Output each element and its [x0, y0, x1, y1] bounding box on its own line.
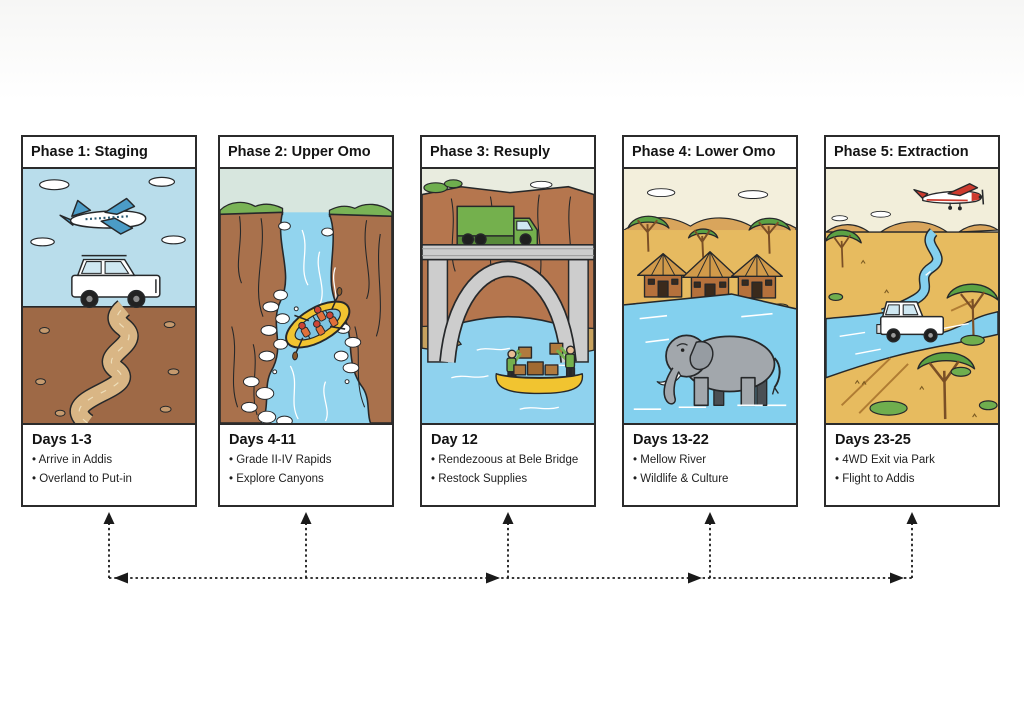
village-huts	[636, 251, 784, 302]
cloud-icons	[646, 188, 769, 200]
phase-4-bullet-2: Wildlife & Culture	[633, 470, 789, 489]
canyon-walls	[220, 211, 392, 423]
phase-5-footer: Days 23-25 4WD Exit via Park Flight to A…	[826, 423, 998, 505]
phase-5-illustration	[826, 169, 998, 423]
phase-3-illustration	[422, 169, 594, 423]
water-ripples	[839, 270, 969, 355]
cloud-icons	[30, 176, 186, 247]
acacia-canopies	[826, 229, 998, 370]
arrow-direction-icons	[114, 572, 904, 584]
phase-card-3: Phase 3: Resuply	[420, 135, 596, 507]
phase-1-title: Phase 1: Staging	[23, 137, 195, 169]
phase-1-footer: Days 1-3 Arrive in Addis Overland to Put…	[23, 423, 195, 505]
phase-2-illustration	[220, 169, 392, 423]
phase-4-title: Phase 4: Lower Omo	[624, 137, 796, 169]
phase-5-title: Phase 5: Extraction	[826, 137, 998, 169]
phase-card-2: Phase 2: Upper Omo	[218, 135, 394, 507]
elephant-icon	[656, 334, 781, 407]
supply-truck-icon	[456, 205, 539, 246]
stones	[35, 321, 180, 417]
cliff-top-bushes	[423, 179, 463, 194]
phase-4-illustration	[624, 169, 796, 423]
paddlers	[292, 287, 346, 361]
phase-4-days: Days 13-22	[633, 432, 709, 448]
phase-card-5: Phase 5: Extraction	[824, 135, 1000, 507]
phase-1-bullet-1: Arrive in Addis	[32, 451, 188, 470]
phase-1-days: Days 1-3	[32, 432, 92, 448]
whitewater-foam	[241, 221, 362, 423]
acacia-trunks	[833, 234, 986, 420]
arrow-up-icons	[103, 512, 918, 524]
phase-1-bullet-2: Overland to Put-in	[32, 470, 188, 489]
phase-5-bullet-1: 4WD Exit via Park	[835, 451, 991, 470]
cloud-icon	[870, 210, 891, 218]
phase-3-bullet-2: Restock Supplies	[431, 470, 587, 489]
dirt-road	[69, 300, 139, 423]
phase-2-days: Days 4-11	[229, 432, 296, 448]
phase-4-footer: Days 13-22 Mellow River Wildlife & Cultu…	[624, 423, 796, 505]
river-flow-lines	[289, 229, 337, 422]
bush-plane-icon	[913, 183, 985, 211]
phase-2-footer: Days 4-11 Grade II-IV Rapids Explore Can…	[220, 423, 392, 505]
phase-4-bullet-1: Mellow River	[633, 451, 789, 470]
canyon-rim-vegetation	[220, 201, 392, 217]
phase-card-4: Phase 4: Lower Omo	[622, 135, 798, 507]
grass-tufts	[854, 259, 977, 418]
airplane-icon	[59, 197, 147, 235]
phase-5-days: Days 23-25	[835, 432, 911, 448]
phase-2-bullet-2: Explore Canyons	[229, 470, 385, 489]
arch-bridge	[422, 244, 594, 363]
phase-1-illustration	[23, 169, 195, 423]
suv-icon	[71, 254, 161, 309]
phase-5-bullet-2: Flight to Addis	[835, 470, 991, 489]
acacia-trunks	[636, 219, 780, 258]
phase-2-title: Phase 2: Upper Omo	[220, 137, 392, 169]
resupply-boat	[495, 342, 584, 395]
phase-3-title: Phase 3: Resuply	[422, 137, 594, 169]
phase-2-bullet-1: Grade II-IV Rapids	[229, 451, 385, 470]
phase-3-days: Day 12	[431, 432, 478, 448]
water-ripples	[633, 312, 787, 411]
bushes	[828, 292, 998, 416]
cloud-icon	[529, 180, 553, 189]
phase-3-bullet-1: Rendezoous at Bele Bridge	[431, 451, 587, 470]
water-ripples-front	[678, 404, 763, 409]
phase-card-1: Phase 1: Staging	[21, 135, 197, 507]
raft-icon	[285, 287, 351, 361]
phase-3-footer: Day 12 Rendezoous at Bele Bridge Restock…	[422, 423, 594, 505]
4wd-truck-icon	[876, 301, 945, 343]
